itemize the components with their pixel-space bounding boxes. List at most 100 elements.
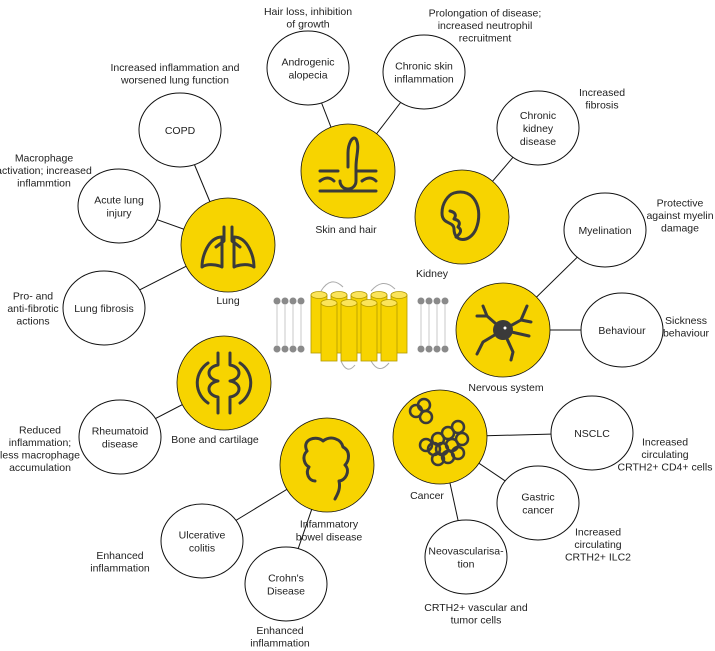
kidney-icon — [440, 190, 481, 241]
effect-note-ali-line: Macrophage — [15, 153, 74, 165]
effect-note-myelin-line: against myelin — [646, 210, 713, 222]
lungs-icon — [200, 225, 256, 269]
hub-label-lung-line: Lung — [216, 295, 240, 307]
condition-circle-alopecia — [266, 30, 350, 106]
effect-note-ckd-line: Increased — [579, 87, 625, 99]
hub-label-kidney-line: Kidney — [416, 268, 449, 280]
intestine-icon — [302, 436, 350, 501]
hub-label-skin-line: Skin and hair — [315, 224, 377, 236]
hub-label-ibd-line: bowel disease — [296, 532, 363, 544]
condition-label-neovasc: Neovascularisa-tion — [428, 546, 504, 571]
hub-circle-cancer — [392, 389, 488, 485]
condition-circle-myelin — [563, 192, 647, 268]
effect-note-alopecia-line: of growth — [286, 18, 329, 30]
condition-label-uc-line: Ulcerative — [179, 530, 226, 542]
hub-label-cancer: Cancer — [410, 490, 444, 502]
effect-note-lungfib-line: Pro- and — [13, 291, 53, 303]
condition-label-copd-line: COPD — [165, 125, 196, 137]
condition-label-ckd-line: disease — [520, 136, 556, 148]
effect-note-ali-line: activation; increased — [0, 165, 92, 177]
condition-circle-skininf — [382, 34, 466, 110]
effect-note-crohn-line: inflammation — [250, 637, 310, 649]
condition-label-skininf-line: Chronic skin — [395, 61, 453, 73]
condition-circle-gastric — [496, 465, 580, 541]
condition-circle-lungfib — [62, 270, 146, 346]
effect-note-nsclc-line: CRTH2+ CD4+ cells — [618, 462, 713, 474]
condition-label-myelin-line: Myelination — [578, 225, 631, 237]
effect-note-skininf-line: recruitment — [459, 33, 512, 45]
condition-circle-copd — [138, 92, 222, 168]
condition-circle-ckd — [496, 90, 580, 166]
hub-label-skin: Skin and hair — [315, 224, 377, 236]
condition-label-ckd-line: Chronic — [520, 110, 556, 122]
effect-note-skininf-line: Prolongation of disease; — [429, 8, 542, 20]
condition-circle-neovasc — [424, 519, 508, 595]
effect-note-myelin-line: damage — [661, 223, 699, 235]
condition-label-uc-line: colitis — [189, 543, 215, 555]
effect-note-ra-line: inflammation; — [9, 437, 71, 449]
hub-label-ibd-line: Infammatory — [300, 519, 359, 531]
effect-note-ra-line: accumulation — [9, 462, 71, 474]
condition-circle-ra — [78, 399, 162, 475]
condition-label-alopecia-line: alopecia — [288, 70, 327, 82]
condition-circle-crohn — [244, 546, 328, 622]
condition-label-skininf-line: inflammation — [394, 74, 454, 86]
hub-label-lung: Lung — [216, 295, 240, 307]
effect-note-lungfib-line: anti-fibrotic — [7, 303, 58, 315]
effect-note-gastric-line: circulating — [574, 539, 621, 551]
effect-note-crohn-line: Enhanced — [256, 625, 303, 637]
effect-note-ali-line: inflammtion — [17, 178, 71, 190]
hub-label-bone-line: Bone and cartilage — [171, 434, 259, 446]
hub-label-bone: Bone and cartilage — [171, 434, 259, 446]
hub-label-kidney: Kidney — [416, 268, 449, 280]
hub-circle-ibd — [279, 417, 375, 513]
hub-label-cancer-line: Cancer — [410, 490, 444, 502]
condition-label-behav-line: Behaviour — [598, 325, 646, 337]
effect-note-skininf-line: increased neutrophil — [438, 20, 533, 32]
condition-label-crohn-line: Crohn's — [268, 573, 304, 585]
condition-label-alopecia-line: Androgenic — [281, 57, 334, 69]
condition-circle-uc — [160, 503, 244, 579]
hub-bone: Bone and cartilage — [171, 335, 272, 446]
condition-circle-behav — [580, 292, 664, 368]
condition-label-nsclc: NSCLC — [574, 428, 610, 440]
effect-note-uc-line: inflammation — [90, 562, 150, 574]
effect-note-lungfib-line: actions — [16, 316, 49, 328]
hub-lung: Lung — [180, 197, 276, 307]
hub-kidney: Kidney — [414, 169, 510, 280]
condition-label-ali-line: injury — [106, 208, 132, 220]
hub-circle-skin — [300, 123, 396, 219]
effect-note-skininf: Prolongation of disease;increased neutro… — [429, 8, 542, 45]
hub-label-nervous: Nervous system — [468, 382, 544, 394]
condition-label-nsclc-line: NSCLC — [574, 428, 610, 440]
condition-label-lungfib-line: Lung fibrosis — [74, 303, 134, 315]
effect-note-behav-line: Sickness — [665, 315, 707, 327]
effect-note-copd-line: worsened lung function — [120, 74, 229, 86]
hub-circle-bone — [176, 335, 272, 431]
effect-note-gastric-line: CRTH2+ ILC2 — [565, 552, 631, 564]
